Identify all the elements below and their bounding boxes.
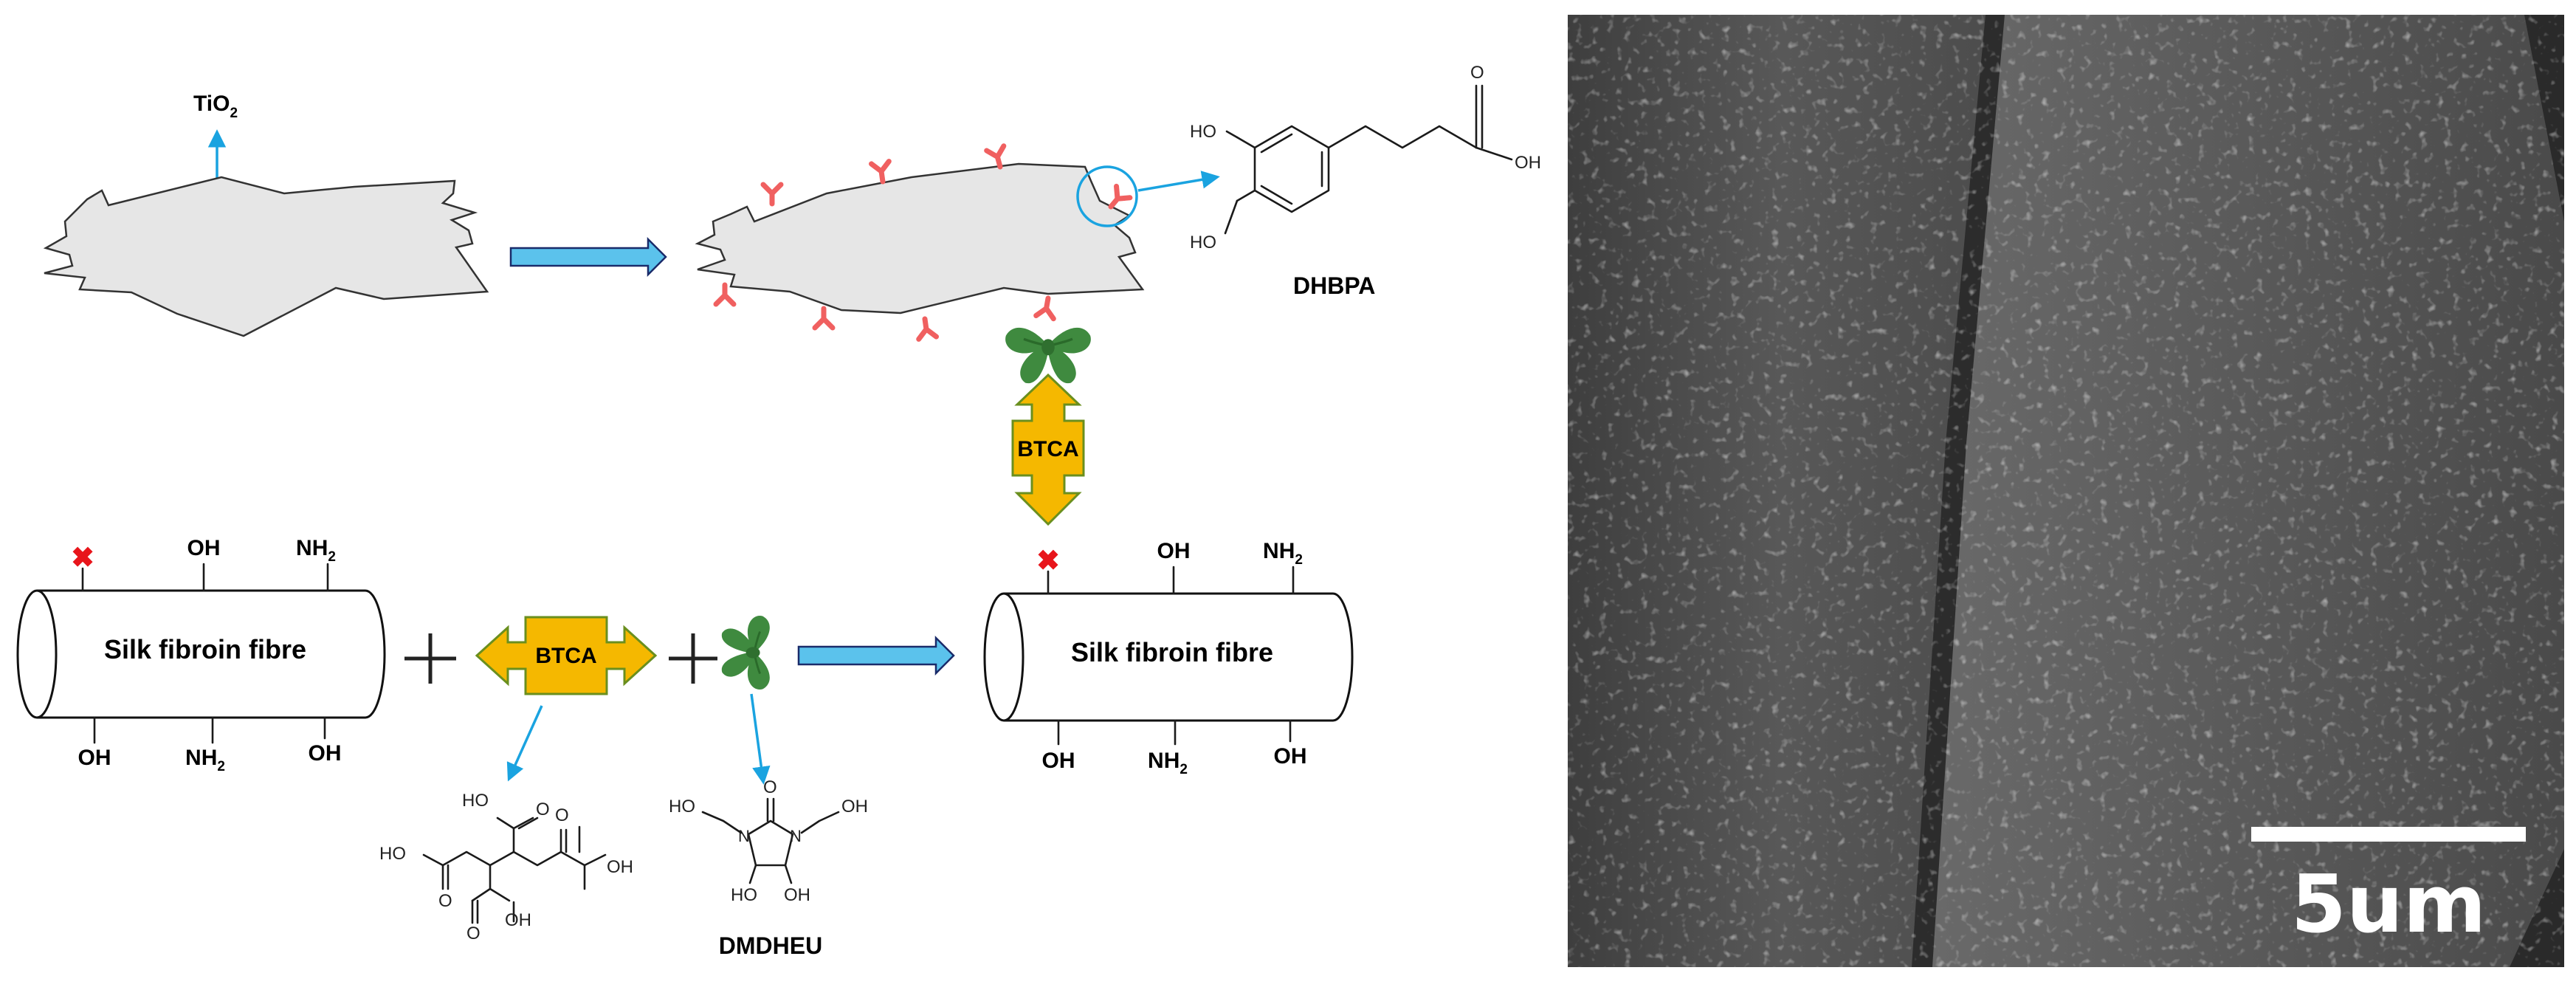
svg-text:O: O xyxy=(536,800,550,819)
svg-text:O: O xyxy=(1470,63,1484,83)
blocked-site-mark: ✖ xyxy=(71,543,94,574)
highlight-circle xyxy=(1076,165,1138,227)
dhbpa-structure: HO HO O OH xyxy=(1190,63,1541,252)
scale-bar-label: 5um xyxy=(2291,859,2487,951)
svg-text:TiO2: TiO2 xyxy=(193,92,238,121)
svg-text:BTCA: BTCA xyxy=(535,644,596,668)
plus-sign-1 xyxy=(404,633,456,684)
dmdheu-label: DMDHEU xyxy=(719,932,822,959)
silk-fibre-left: Silk fibroin fibre ✖ OH NH2 OH NH2 OH xyxy=(16,536,386,774)
svg-text:HO: HO xyxy=(1190,233,1216,252)
svg-text:HO: HO xyxy=(379,844,406,864)
svg-text:NH2: NH2 xyxy=(185,746,225,774)
svg-text:NH2: NH2 xyxy=(1148,749,1188,777)
btca-vertical-linker: BTCA xyxy=(1011,373,1085,526)
svg-text:HO: HO xyxy=(731,885,757,905)
process-arrow-bottom xyxy=(797,635,955,676)
plus-sign-2 xyxy=(669,633,717,684)
svg-text:NH2: NH2 xyxy=(1263,539,1303,568)
tio2-sheet xyxy=(43,176,489,337)
svg-text:Silk fibroin fibre: Silk fibroin fibre xyxy=(104,634,306,664)
svg-text:OH: OH xyxy=(505,910,531,930)
svg-text:OH: OH xyxy=(1274,744,1307,769)
svg-text:O: O xyxy=(555,805,569,825)
btca-structure: HO O HO O O OH O OH xyxy=(379,791,633,943)
svg-text:OH: OH xyxy=(1042,749,1075,773)
sem-micrograph: 5um xyxy=(1568,15,2564,967)
svg-text:N: N xyxy=(738,827,750,845)
dhbpa-label: DHBPA xyxy=(1293,272,1375,299)
dmdheu-pointer-arrow xyxy=(750,693,771,785)
svg-text:N: N xyxy=(790,827,802,845)
svg-text:Silk fibroin fibre: Silk fibroin fibre xyxy=(1071,637,1273,667)
svg-text:OH: OH xyxy=(1157,539,1191,563)
process-arrow-top xyxy=(509,236,667,278)
silk-fibre-right: Silk fibroin fibre ✖ OH NH2 OH NH2 OH xyxy=(983,539,1354,777)
svg-text:OH: OH xyxy=(187,536,221,560)
svg-text:NH2: NH2 xyxy=(296,536,336,565)
svg-text:OH: OH xyxy=(1515,153,1541,173)
dmdheu-structure: O N N HO OH HO OH xyxy=(669,777,868,905)
svg-text:BTCA: BTCA xyxy=(1017,437,1078,461)
svg-text:OH: OH xyxy=(841,797,868,817)
svg-text:HO: HO xyxy=(1190,122,1216,142)
svg-text:OH: OH xyxy=(78,746,111,770)
scale-bar xyxy=(2251,827,2526,842)
btca-pointer-arrow xyxy=(506,705,543,782)
svg-text:HO: HO xyxy=(669,797,695,817)
svg-text:OH: OH xyxy=(784,885,810,905)
svg-text:O: O xyxy=(763,777,777,797)
dmdheu-bow xyxy=(720,614,771,691)
dhbpa-pointer-arrow xyxy=(1137,171,1220,192)
btca-horizontal-linker: BTCA xyxy=(475,616,658,695)
svg-text:OH: OH xyxy=(309,741,342,766)
blocked-site-mark: ✖ xyxy=(1036,546,1060,577)
svg-text:O: O xyxy=(466,924,481,943)
functionalized-tio2-sheet xyxy=(695,162,1145,314)
tio2-label: TiO2 xyxy=(193,92,238,121)
svg-text:HO: HO xyxy=(462,791,489,811)
svg-text:O: O xyxy=(438,891,452,911)
svg-text:OH: OH xyxy=(607,857,633,877)
